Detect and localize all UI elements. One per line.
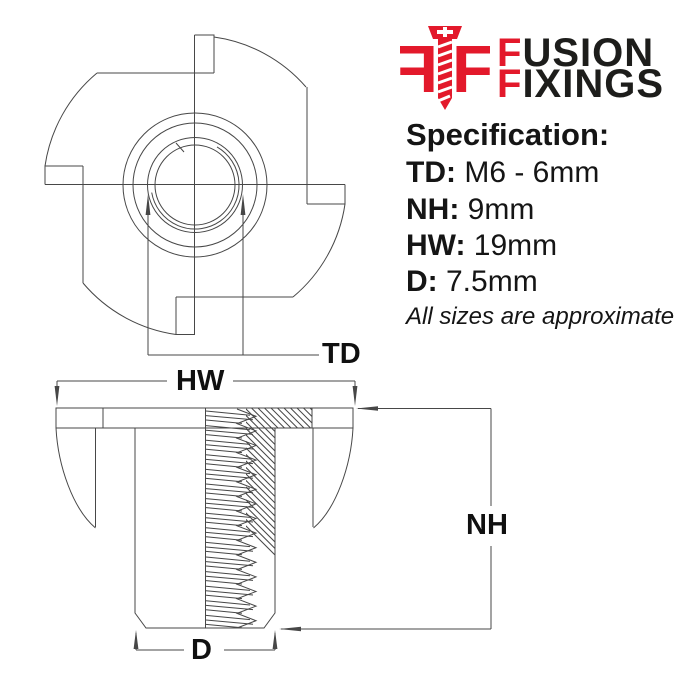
internal-thread-profile (205, 408, 258, 629)
brand-initial-red: F (497, 62, 523, 106)
flange-section (55, 407, 354, 628)
nh-dimension (279, 406, 492, 632)
thread-start-tick (175, 142, 185, 153)
td-arrow-left (145, 194, 151, 215)
nh-label: NH (466, 509, 508, 541)
spec-value: M6 - 6mm (464, 156, 600, 189)
spec-note: All sizes are approximate (406, 303, 675, 330)
logo-letter-f-left-mirrored: F (400, 32, 438, 107)
spec-value: 19mm (473, 229, 558, 262)
spec-label: TD: (406, 156, 456, 189)
td-arrow-right (240, 194, 246, 215)
screw-cross-slot-h (437, 30, 453, 34)
spec-value: 9mm (467, 193, 535, 226)
fusion-fixings-logo-icon: F F (400, 26, 490, 110)
spec-label: D: (406, 265, 438, 298)
brand-initial-red: F (497, 31, 523, 75)
spec-row-td: TD: M6 - 6mm (406, 158, 599, 188)
brand-rest: IXINGS (522, 62, 665, 106)
td-dimension (145, 194, 319, 356)
brand-name-fusion: FUSION (497, 33, 654, 73)
d-label: D (191, 634, 212, 666)
hw-arrow-right (352, 386, 358, 406)
hw-arrow-left (54, 386, 60, 406)
nh-arrow-bottom (279, 626, 301, 632)
twin-f-screw-icon: F F (400, 26, 490, 110)
brand-name-fixings: FIXINGS (497, 64, 664, 104)
spec-title: Specification: (406, 117, 610, 152)
brand-rest: USION (522, 31, 655, 75)
barrel-outline (134, 428, 276, 629)
prong-claws (55, 427, 354, 529)
logo-letter-f-right: F (452, 32, 490, 107)
spec-row-nh: NH: 9mm (406, 195, 534, 225)
screw-spiral (437, 40, 453, 103)
spec-value: 7.5mm (446, 265, 538, 298)
spec-label: NH: (406, 193, 460, 226)
spec-row-d: D: 7.5mm (406, 267, 538, 297)
d-arrow-right (272, 630, 278, 649)
td-label: TD (322, 338, 361, 370)
hw-dimension (54, 380, 358, 406)
spec-label: HW: (406, 229, 466, 262)
centerlines (45, 35, 345, 335)
nh-arrow-top (356, 406, 378, 411)
thread-runout-arc (151, 146, 240, 230)
flange-arcs (44, 36, 346, 335)
d-dimension (133, 630, 278, 651)
spec-row-hw: HW: 19mm (406, 231, 557, 261)
top-view (44, 34, 346, 335)
hw-label: HW (176, 365, 225, 397)
d-arrow-left (133, 630, 139, 649)
